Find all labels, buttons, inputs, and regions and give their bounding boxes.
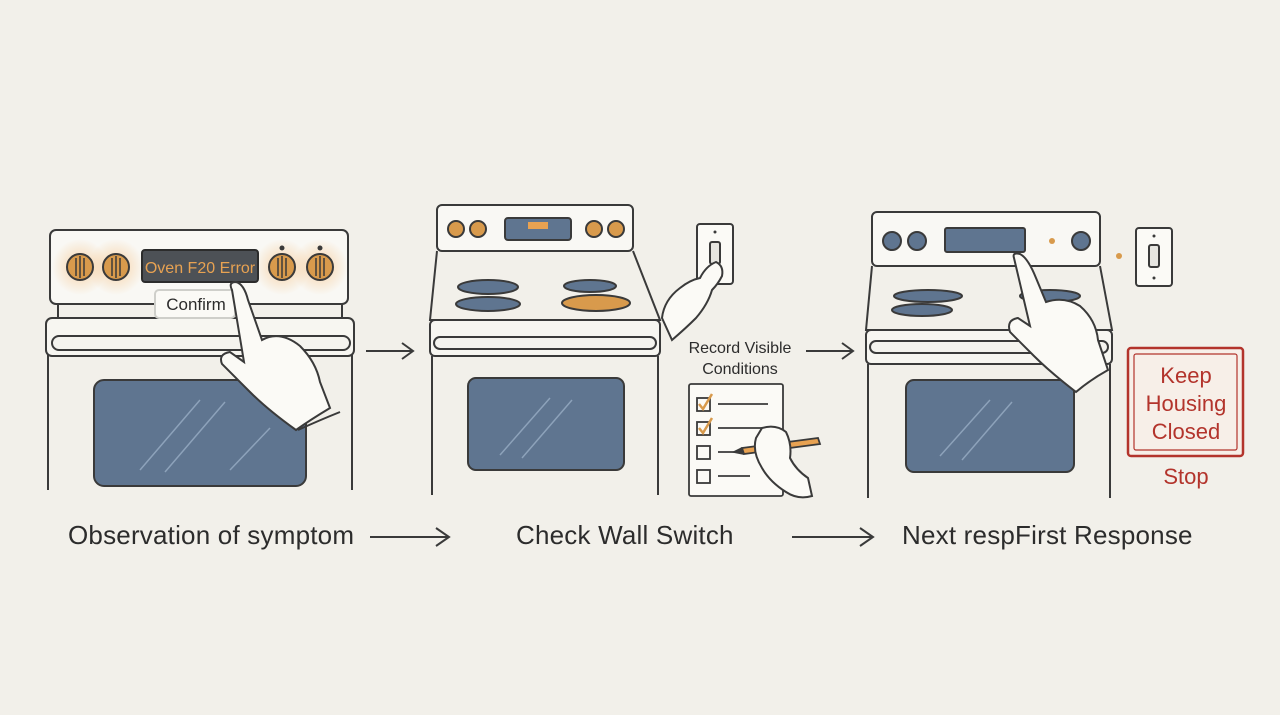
hot-burner-icon <box>561 294 631 312</box>
control-knob-icon <box>268 253 296 281</box>
control-knob-icon <box>585 220 603 238</box>
oven-step-1 <box>45 229 355 490</box>
sign-text-line-3: Closed <box>1152 419 1220 444</box>
flow-arrow-icon <box>806 342 855 360</box>
record-note-line-2: Conditions <box>702 361 778 378</box>
hand-pointing-icon <box>1008 252 1110 394</box>
step-3-caption: Next respFirst Response <box>902 520 1193 550</box>
control-knob-icon <box>447 220 465 238</box>
flow-arrow-icon <box>366 342 415 360</box>
flow-arrow-icon <box>370 527 451 547</box>
sign-text-line-1: Keep <box>1160 363 1211 388</box>
control-knob-icon <box>1071 231 1091 251</box>
hand-touching-switch-icon <box>660 260 724 342</box>
control-knob-icon <box>607 220 625 238</box>
hand-writing-icon <box>753 425 814 499</box>
control-knob-icon <box>907 231 927 251</box>
step-2-caption: Check Wall Switch <box>516 520 734 550</box>
confirm-tooltip-text: Confirm <box>166 295 226 314</box>
oven-step-3 <box>864 211 1114 498</box>
blank-display <box>944 227 1026 253</box>
error-display <box>141 249 259 283</box>
control-knob-icon <box>66 253 94 281</box>
flow-arrow-icon <box>792 527 875 547</box>
oven-window <box>93 379 307 487</box>
oven-window <box>467 377 625 471</box>
record-note-line-1: Record Visible <box>689 340 792 357</box>
warning-sign <box>1126 346 1245 458</box>
hand-pointing-icon <box>220 280 341 432</box>
oven-step-2 <box>428 204 662 495</box>
step-1-caption: Observation of symptom <box>68 520 355 550</box>
sign-text-line-2: Housing <box>1146 391 1227 416</box>
indicator-dot <box>1116 253 1122 259</box>
control-knob-icon <box>306 253 334 281</box>
wall-switch-icon <box>1135 227 1173 287</box>
control-knob-icon <box>882 231 902 251</box>
control-knob-icon <box>469 220 487 238</box>
stop-label: Stop <box>1163 464 1208 489</box>
error-display-text: Oven F20 Error <box>145 260 256 277</box>
control-knob-icon <box>102 253 130 281</box>
oven-window <box>905 379 1075 473</box>
